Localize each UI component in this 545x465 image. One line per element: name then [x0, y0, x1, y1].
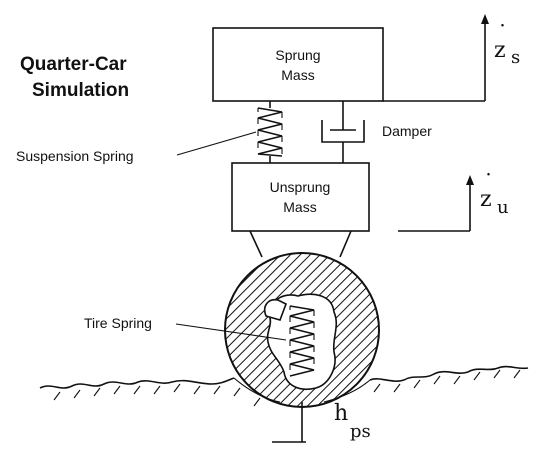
hps-symbol: h	[334, 401, 348, 426]
sprung-mass-label-1: Sprung	[275, 47, 320, 63]
axle-struts	[249, 230, 352, 258]
damper	[321, 101, 365, 163]
hps-subscript: ps	[350, 421, 371, 442]
unsprung-mass-label-2: Mass	[283, 199, 316, 215]
zs-dot: ˙	[497, 22, 508, 47]
suspension-spring-leader	[176, 131, 257, 156]
road-profile	[39, 365, 529, 407]
zu-dot: ˙	[483, 171, 494, 196]
unsprung-mass-box	[231, 162, 370, 232]
suspension-spring	[257, 101, 283, 163]
zu-velocity-arrow	[466, 175, 474, 231]
hps-indicator	[272, 402, 306, 443]
zs-velocity-arrow	[481, 14, 489, 101]
tire	[224, 252, 380, 408]
zs-subscript: s	[511, 47, 520, 68]
tire-spring-label: Tire Spring	[84, 315, 152, 331]
zu-symbol: z	[480, 187, 492, 212]
unsprung-mass-label-1: Unsprung	[270, 179, 331, 195]
title-line-2: Simulation	[32, 80, 129, 101]
zu-subscript: u	[497, 197, 509, 218]
tire-cutout	[266, 293, 338, 390]
zs-symbol: z	[494, 38, 506, 63]
tire-spring-leader	[175, 323, 287, 341]
suspension-spring-label: Suspension Spring	[16, 148, 134, 164]
tire-spring	[289, 305, 315, 377]
title-line-1: Quarter-Car	[20, 54, 127, 75]
sprung-mass-box	[212, 27, 384, 102]
damper-label: Damper	[382, 123, 432, 139]
sprung-mass-label-2: Mass	[281, 67, 314, 83]
